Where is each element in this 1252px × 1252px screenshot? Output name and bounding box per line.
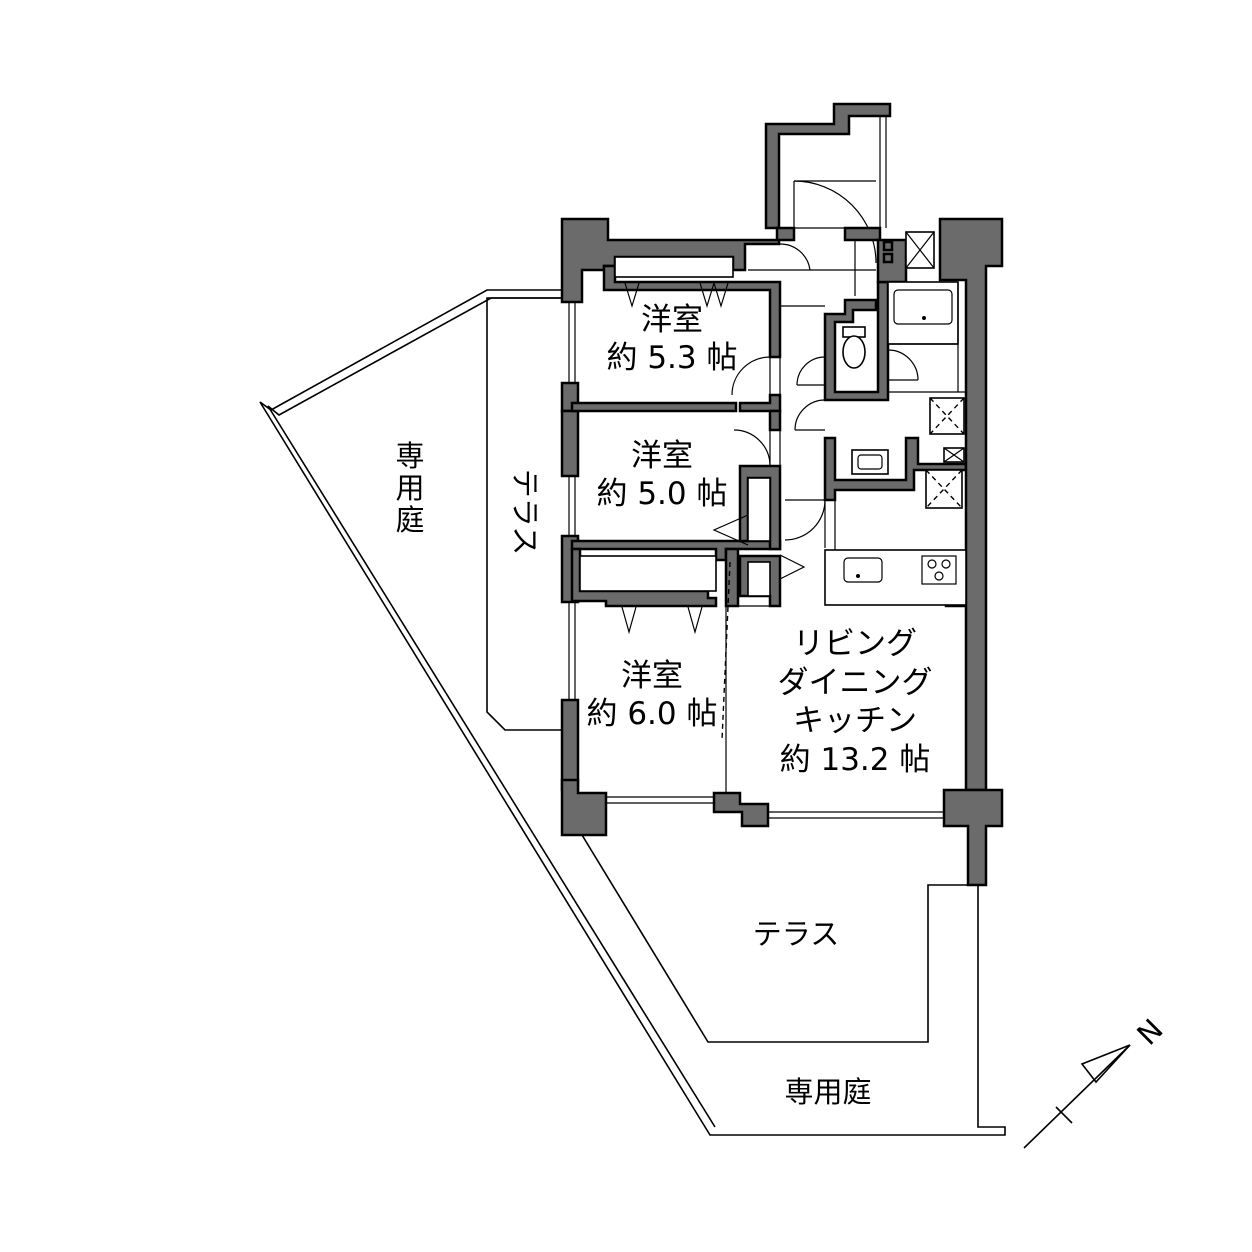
bathtub bbox=[887, 281, 959, 345]
entrance-porch bbox=[764, 102, 892, 264]
room3-name: 洋室 bbox=[621, 658, 683, 694]
garden-west-char-2: 用 bbox=[395, 471, 424, 505]
storage-fold bbox=[779, 554, 806, 580]
washroom-door-swing bbox=[794, 399, 826, 431]
utility-box bbox=[925, 469, 963, 509]
bathtub-inner bbox=[893, 289, 953, 325]
entrance-door-swing bbox=[793, 180, 877, 264]
wall-ldk-south-stub bbox=[712, 791, 770, 828]
porch-wall bbox=[764, 102, 892, 230]
ldk-size: 約 13.2 帖 bbox=[780, 742, 931, 778]
interior-lines bbox=[568, 240, 944, 819]
meter-box-a bbox=[882, 240, 894, 252]
ldk-line-1: リビング bbox=[793, 626, 917, 662]
wall-partition-1b bbox=[738, 393, 782, 413]
closet3-fold-a bbox=[621, 606, 637, 635]
wall-nw-column bbox=[560, 217, 796, 304]
room2-name: 洋室 bbox=[631, 438, 693, 474]
exterior-labels: テラス テラス 専 用 庭 専用庭 bbox=[395, 439, 871, 1109]
wall-west-seg-2 bbox=[560, 409, 580, 478]
sink-drain bbox=[856, 574, 860, 578]
ldk-line-3: キッチン bbox=[793, 703, 917, 739]
ldk-door-swing bbox=[784, 499, 826, 541]
fixtures bbox=[824, 231, 967, 606]
toilet-door-swing bbox=[796, 356, 826, 386]
sliding-door-track bbox=[721, 561, 731, 741]
wall-toilet bbox=[823, 280, 890, 402]
north-arrow-tick bbox=[1055, 1106, 1073, 1124]
burner-3 bbox=[934, 571, 944, 581]
burner-2 bbox=[941, 559, 951, 569]
bath-door-swing bbox=[887, 349, 919, 381]
terrace-south-label: テラス bbox=[753, 917, 839, 951]
closet3-fold-b bbox=[687, 606, 703, 635]
closet1-fold-a bbox=[624, 282, 640, 309]
terrace-west-outline bbox=[486, 297, 562, 731]
north-label: N bbox=[1130, 1012, 1169, 1051]
private-garden-outline bbox=[259, 289, 1006, 1136]
burner-1 bbox=[927, 559, 937, 569]
garden-west-char-1: 専 bbox=[395, 439, 424, 473]
room-labels: 洋室 約 5.3 帖 洋室 約 5.0 帖 洋室 約 6.0 帖 リビング ダイ… bbox=[586, 302, 932, 778]
toilet-bowl bbox=[842, 335, 866, 369]
small-shaft-cross bbox=[943, 447, 965, 463]
garden-south-label: 専用庭 bbox=[784, 1075, 871, 1109]
closet1-fold-b bbox=[699, 282, 715, 309]
room1-size: 約 5.3 帖 bbox=[606, 340, 737, 376]
terrace-west-label: テラス bbox=[508, 469, 542, 555]
room3-size: 約 6.0 帖 bbox=[586, 696, 717, 732]
room1-door-swing bbox=[731, 356, 771, 396]
wall-bath-ne bbox=[843, 226, 882, 242]
stove bbox=[921, 555, 957, 585]
wall-room3-ne bbox=[724, 547, 740, 608]
pipe-shaft-cross bbox=[905, 231, 935, 269]
washbasin-bowl bbox=[857, 454, 883, 470]
closet-room3 bbox=[579, 555, 717, 592]
north-arrow: N bbox=[1023, 1012, 1170, 1149]
doors bbox=[621, 243, 919, 635]
room2-door-swing bbox=[733, 429, 771, 467]
wall-sw-column bbox=[560, 778, 608, 837]
closet-room1 bbox=[614, 256, 734, 278]
closet-room2 bbox=[747, 477, 771, 542]
room2-size: 約 5.0 帖 bbox=[596, 476, 727, 512]
walls bbox=[560, 217, 1004, 887]
washer-pan bbox=[929, 397, 965, 435]
meter-box-b bbox=[882, 252, 894, 264]
kitchen-sink bbox=[843, 557, 883, 583]
closet1-fold-c bbox=[713, 282, 729, 309]
wall-west-seg-4 bbox=[560, 698, 580, 792]
wall-se-column bbox=[942, 788, 1004, 887]
bathtub-drain bbox=[922, 316, 926, 320]
ldk-line-2: ダイニング bbox=[778, 665, 933, 701]
wall-partition-1 bbox=[570, 401, 738, 413]
storage-closet bbox=[747, 561, 771, 597]
entry-closet-swing bbox=[779, 243, 811, 271]
wall-room2-east bbox=[768, 409, 782, 432]
closet2-fold bbox=[712, 514, 749, 546]
north-arrow-head bbox=[1080, 1044, 1131, 1084]
north-arrow-shaft bbox=[1023, 1044, 1131, 1149]
garden-west-char-3: 庭 bbox=[395, 503, 424, 537]
room1-name: 洋室 bbox=[641, 302, 703, 338]
